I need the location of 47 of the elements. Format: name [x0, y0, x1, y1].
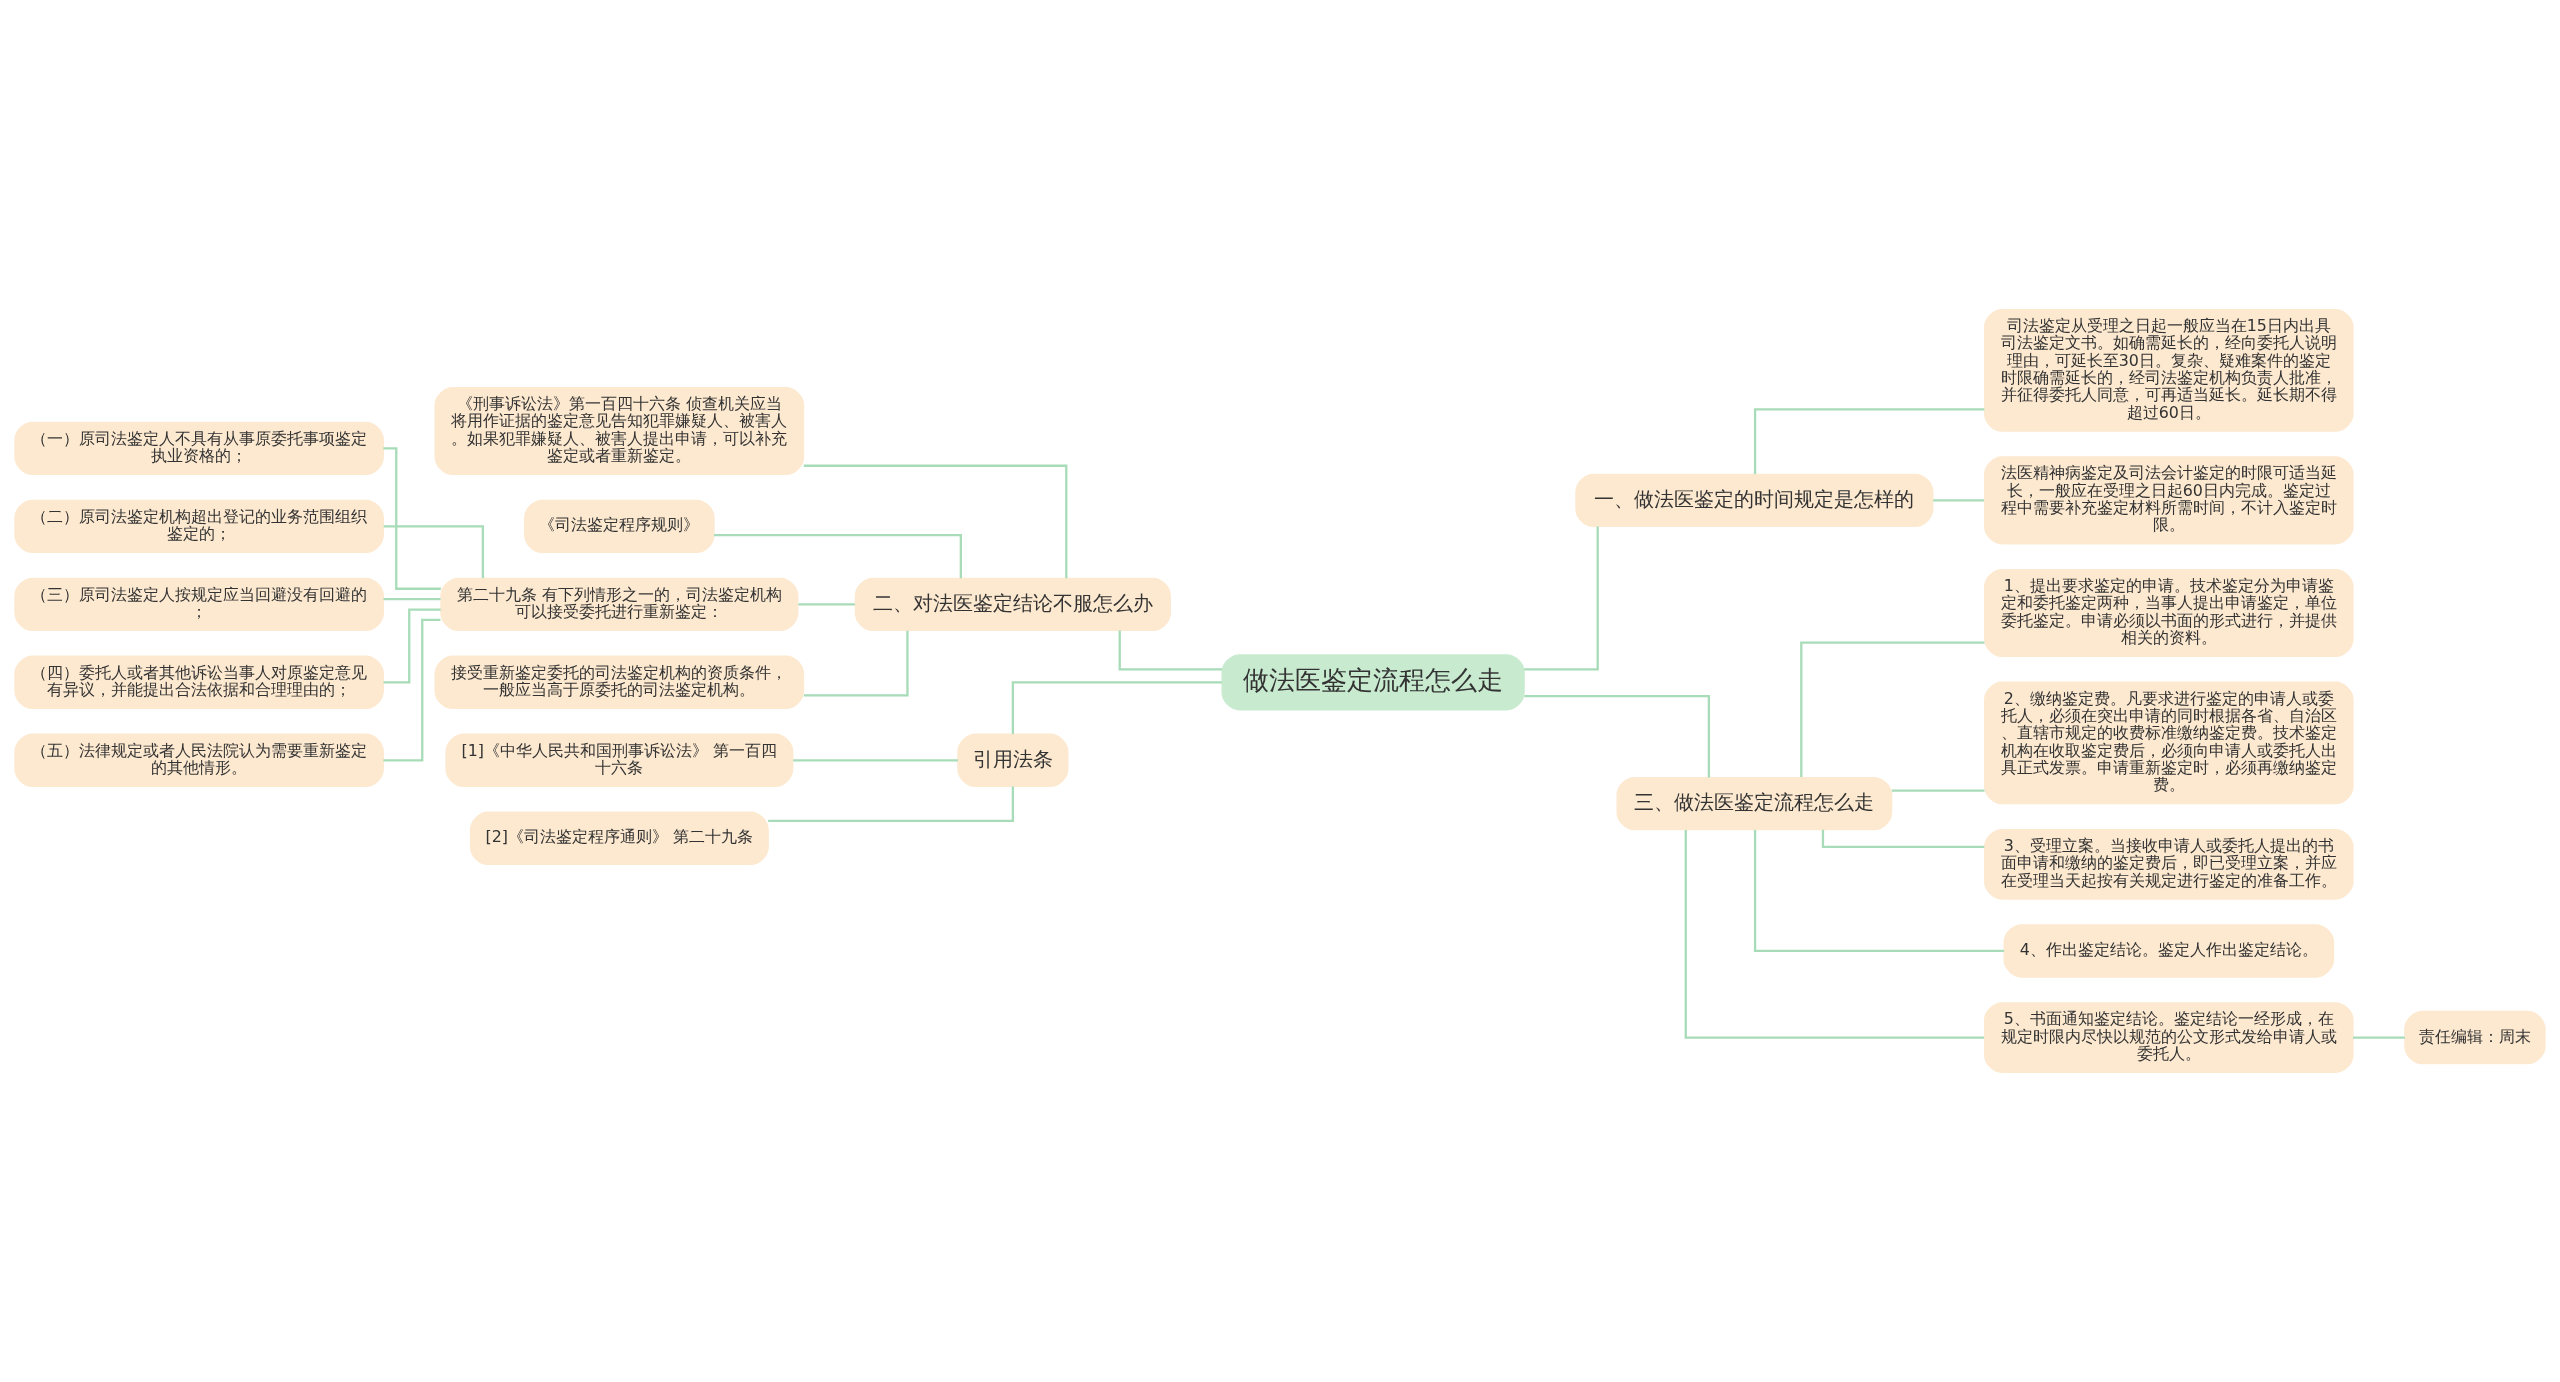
connector: [383, 598, 441, 601]
connector: [798, 603, 855, 606]
node-box: 三、做法医鉴定流程怎么走: [1616, 776, 1893, 831]
node-box: 《司法鉴定程序规则》: [524, 499, 715, 554]
node-box: 责任编辑：周末: [2404, 1010, 2546, 1065]
node-box: （四）委托人或者其他诉讼当事人对原鉴定意见有异议，并能提出合法依据和合理理由的；: [14, 655, 384, 710]
connector: [1524, 694, 1711, 778]
node-box: 第二十九条 有下列情形之一的，司法鉴定机构可以接受委托进行重新鉴定：: [440, 577, 799, 632]
node-box: 4、作出鉴定结论。鉴定人作出鉴定结论。: [2003, 924, 2335, 978]
connector: [383, 608, 441, 684]
node-box: 3、受理立案。当接收申请人或委托人提出的书面申请和缴纳的鉴定费后，即已受理立案，并应在受理当天起按有关规定进行鉴定的准备工作。: [1983, 828, 2354, 900]
connector: [383, 447, 441, 590]
connector: [2353, 1036, 2405, 1039]
connector: [803, 630, 909, 697]
connector: [1524, 526, 1599, 671]
node-box: 《刑事诉讼法》第一百四十六条 侦查机关应当将用作证据的鉴定意见告知犯罪嫌疑人、被害人。如果犯罪嫌疑人、被害人提出申请，可以补充鉴定或者重新鉴定。: [434, 387, 805, 476]
node-box: （三）原司法鉴定人按规定应当回避没有回避的；: [14, 577, 384, 632]
node-box: 接受重新鉴定委托的司法鉴定机构的资质条件，一般应当高于原委托的司法鉴定机构。: [434, 655, 805, 710]
node-box: 2、缴纳鉴定费。凡要求进行鉴定的申请人或委托人，必须在突出申请的同时根据各省、自治区、直辖市规定的收费标准缴纳鉴定费。技术鉴定机构在收取鉴定费后，必须向申请人或委托人出具正式发票。申请重新鉴定时，必须再缴纳鉴定费。: [1983, 681, 2354, 805]
connector: [383, 618, 441, 762]
connector: [1933, 499, 1985, 502]
node-box: 法医精神病鉴定及司法会计鉴定的时限可适当延长，一般应在受理之日起60日内完成。鉴定过程中需要补充鉴定材料所需时间，不计入鉴定时限。: [1983, 456, 2354, 545]
node-box: 1、提出要求鉴定的申请。技术鉴定分为申请鉴定和委托鉴定两种，当事人提出申请鉴定，单位委托鉴定。申请必须以书面的形式进行，并提供相关的资料。: [1983, 569, 2354, 658]
connector: [1800, 641, 1985, 778]
connector: [793, 759, 958, 762]
node-box: 做法医鉴定流程怎么走: [1221, 654, 1525, 711]
connector: [1684, 830, 1985, 1039]
node-box: 一、做法医鉴定的时间规定是怎样的: [1575, 473, 1934, 528]
node-box: （一）原司法鉴定人不具有从事原委托事项鉴定执业资格的；: [14, 421, 384, 476]
node-box: 引用法条: [957, 733, 1069, 788]
node-box: 二、对法医鉴定结论不服怎么办: [854, 577, 1171, 632]
node-box: [2]《司法鉴定程序通则》 第二十九条: [469, 811, 769, 865]
connector: [1011, 681, 1222, 734]
node-box: （五）法律规定或者人民法院认为需要重新鉴定的其他情形。: [14, 733, 384, 788]
node-box: 司法鉴定从受理之日起一般应当在15日内出具司法鉴定文书。如确需延长的，经向委托人说明理由，可延长至30日。复杂、疑难案件的鉴定时限确需延长的，经司法鉴定机构负责人批准，并征得委托人同意，可再适当延长。延长期不得超过60日。: [1983, 309, 2354, 432]
connector: [1891, 789, 1985, 792]
connector: [714, 533, 963, 579]
connector: [383, 525, 485, 578]
connector: [1753, 408, 1985, 475]
node-box: 5、书面通知鉴定结论。鉴定结论一经形成，在规定时限内尽快以规范的公文形式发给申请人或委托人。: [1983, 1002, 2354, 1073]
connector: [768, 786, 1014, 823]
connector: [1821, 829, 1985, 849]
connector: [1118, 630, 1223, 671]
connector: [1753, 829, 2005, 953]
node-box: （二）原司法鉴定机构超出登记的业务范围组织鉴定的；: [14, 499, 384, 554]
connector: [803, 464, 1068, 579]
node-box: [1]《中华人民共和国刑事诉讼法》 第一百四十六条: [445, 733, 794, 788]
